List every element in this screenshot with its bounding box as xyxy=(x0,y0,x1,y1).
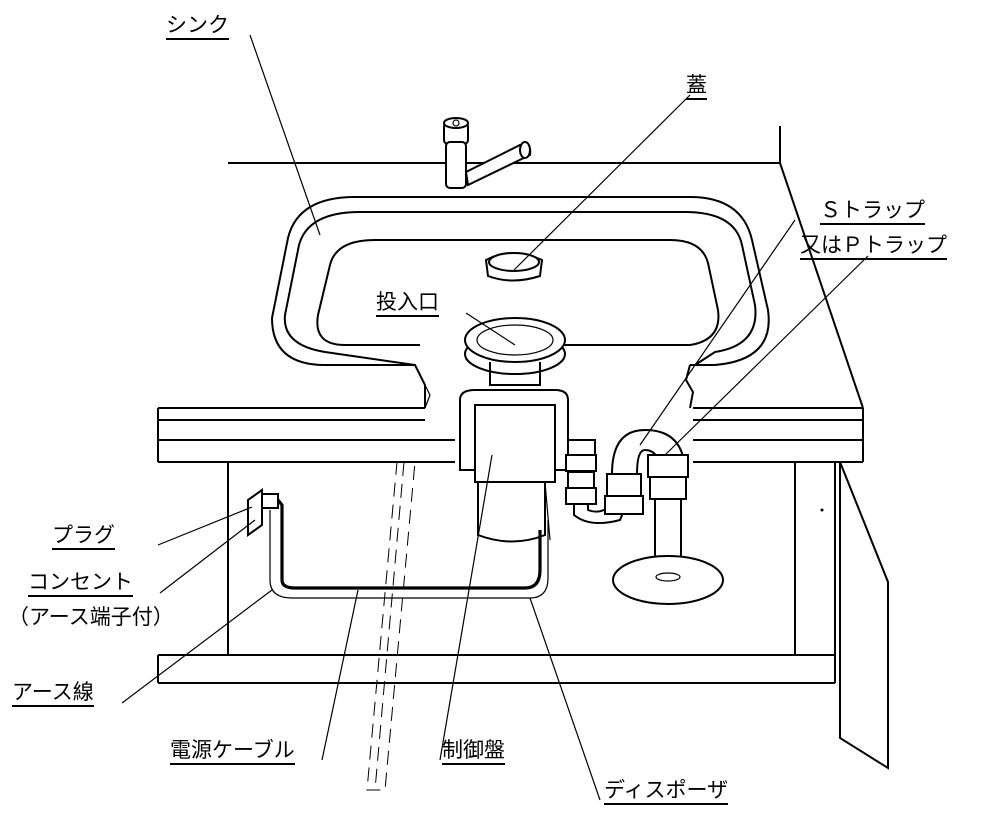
disposer-body xyxy=(459,389,569,543)
label-trap-line1: Ｓトラップ xyxy=(820,200,925,225)
label-power-cable: 電源ケーブル xyxy=(170,740,295,765)
label-sink: シンク xyxy=(166,15,229,40)
label-disposer: ディスポーザ xyxy=(604,780,729,805)
s-trap xyxy=(565,428,724,605)
outlet-box xyxy=(247,488,279,537)
cabinet xyxy=(157,461,889,770)
leader-lines xyxy=(121,34,869,801)
sink-basin xyxy=(270,196,770,409)
label-trap-line2: 又はＰトラップ xyxy=(800,235,947,260)
label-control-panel: 制御盤 xyxy=(442,740,505,765)
power-cable xyxy=(269,499,549,599)
cabinet-leg-hidden xyxy=(366,461,416,791)
countertop xyxy=(157,407,864,463)
label-plug: プラグ xyxy=(52,525,115,550)
inlet-flange xyxy=(464,317,566,386)
faucet xyxy=(443,117,532,189)
label-earth-wire: アース線 xyxy=(12,682,94,707)
label-outlet-line1: コンセント xyxy=(28,572,133,597)
label-inlet: 投入口 xyxy=(376,292,439,317)
lid xyxy=(484,252,544,282)
label-lid: 蓋 xyxy=(686,75,707,100)
label-outlet-line2: （アース端子付） xyxy=(8,605,174,629)
